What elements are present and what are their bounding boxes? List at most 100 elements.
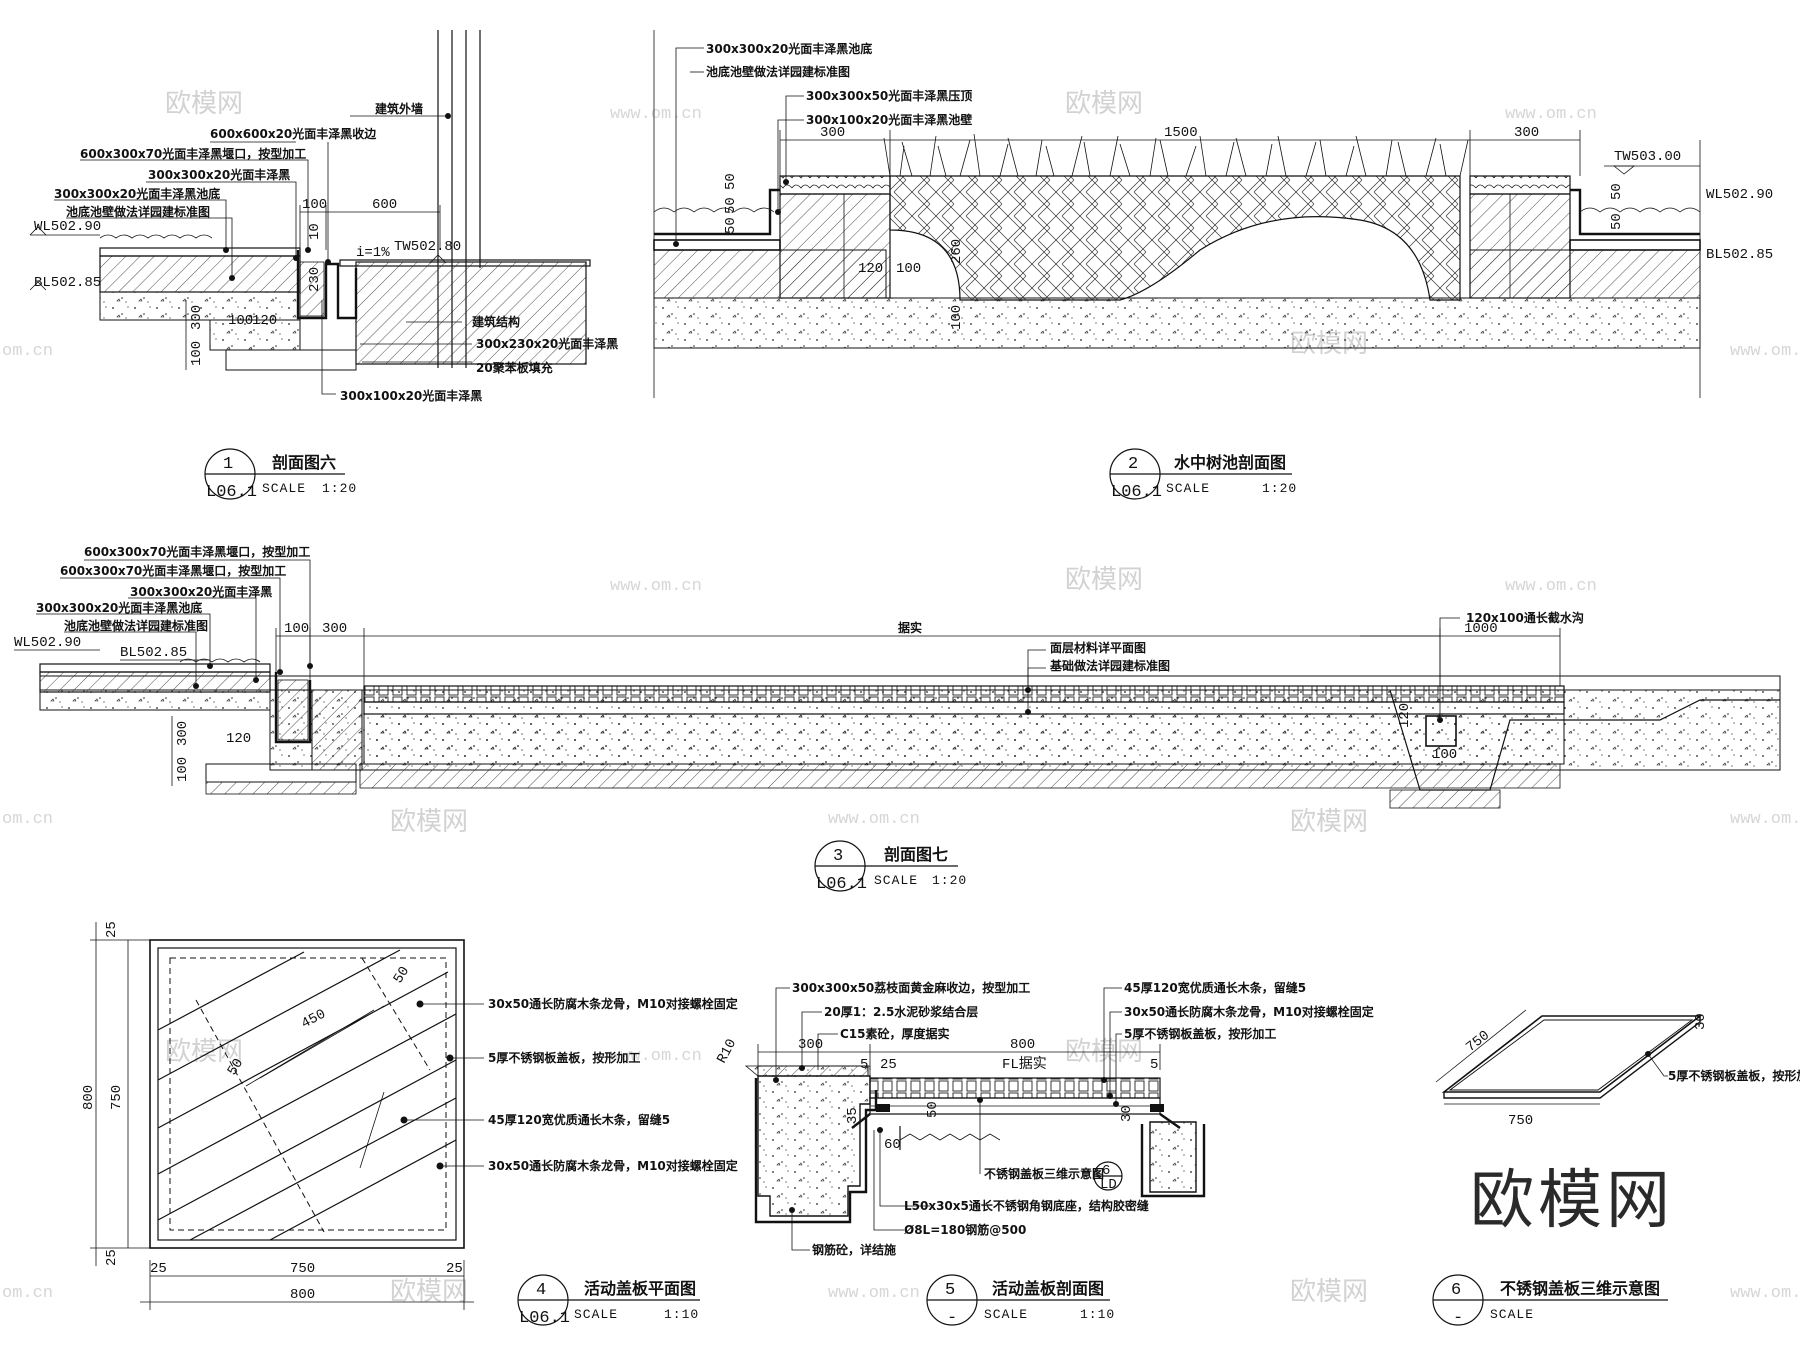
- scale-value: 1:20: [932, 873, 967, 888]
- detail-title: 水中树池剖面图: [1174, 453, 1286, 472]
- dim-label: 50: [391, 964, 413, 987]
- watermark-cn: 欧模网: [390, 807, 468, 837]
- watermark-url: www.om.cn: [1730, 342, 1800, 361]
- note: 600x600x20光面丰泽黑收边: [210, 126, 377, 141]
- detail-sheet: L06.1: [816, 875, 867, 894]
- note: 300x300x50光面丰泽黑压顶: [806, 88, 972, 103]
- detail-number: 3: [833, 847, 843, 866]
- note: 600x300x70光面丰泽黑堰口，按型加工: [60, 563, 286, 578]
- note: 300x300x20光面丰泽黑: [148, 167, 290, 182]
- dim-label: 120: [226, 731, 251, 747]
- dim-label: 100: [189, 341, 205, 366]
- watermark-url: www.om.cn: [610, 105, 702, 124]
- detail-sheet: -: [947, 1309, 957, 1328]
- note: 钢筋砼，详结施: [812, 1242, 896, 1257]
- dim-label: 100: [302, 197, 327, 213]
- dim-label: 120: [1397, 703, 1413, 728]
- scale-value: 1:20: [322, 481, 357, 496]
- level-wl: WL502.90: [14, 635, 81, 651]
- dim-label: 25: [104, 1249, 120, 1266]
- note: Ø8L=180钢筋@500: [904, 1222, 1026, 1237]
- dim-label: 300: [1514, 125, 1539, 141]
- detail-title: 活动盖板平面图: [584, 1279, 696, 1298]
- note: 池底池壁做法详园建标准图: [66, 204, 210, 219]
- watermark-cn: 欧模网: [165, 89, 243, 119]
- scale-label: SCALE: [984, 1307, 1028, 1322]
- note: 300x300x20光面丰泽黑: [130, 584, 272, 599]
- dim-label: 450: [299, 1006, 329, 1032]
- dim-label: 300: [189, 305, 205, 330]
- note: 300x300x20光面丰泽黑池底: [706, 41, 872, 56]
- dim-label: 230: [307, 267, 323, 292]
- dim-label: 据实: [898, 620, 922, 635]
- detail-6-steel-cover-3d: 750 750 30 5厚不锈钢板盖板，按形加工 6 - 不锈钢盖板三维示意图 …: [1432, 1009, 1800, 1328]
- note: 5厚不锈钢板盖板，按形加工: [1668, 1068, 1800, 1083]
- note: 300x300x50荔枝面黄金麻收边，按型加工: [792, 980, 1030, 995]
- dim-label: 10: [307, 223, 323, 240]
- watermark-url: www.om.cn: [1505, 577, 1597, 596]
- note: 5厚不锈钢板盖板，按形加工: [488, 1050, 640, 1065]
- detail-3-section-seven: 100 300 据实 1000 120 100 300 120 100 WL50…: [14, 544, 1781, 894]
- detail-number: 1: [223, 455, 233, 474]
- note: 面层材料详平面图: [1050, 640, 1146, 655]
- level-tw: TW503.00: [1614, 149, 1681, 165]
- detail-4-cover-plan: 450 50 50 25 750 25 800 750 25 25 800 30…: [81, 921, 738, 1328]
- note: 600x300x70光面丰泽黑堰口，按型加工: [84, 544, 310, 559]
- note: 基础做法详园建标准图: [1049, 658, 1170, 673]
- scale-value: 1:20: [1262, 481, 1297, 496]
- note: 20聚苯板填充: [476, 360, 553, 375]
- note: 不锈钢盖板三维示意图: [984, 1166, 1104, 1181]
- ref-bubble-sheet: LD: [1100, 1177, 1117, 1193]
- note: 45厚120宽优质通长木条，留缝5: [1124, 980, 1306, 995]
- level-bl: BL502.85: [120, 645, 187, 661]
- ref-bubble-number: 6: [1102, 1163, 1110, 1179]
- dim-label: 50: [1609, 213, 1625, 230]
- detail-5-cover-section: R10 300 800 5 25 5 FL据实 35 50 30 60 300x…: [714, 980, 1373, 1328]
- note: 300x230x20光面丰泽黑: [476, 336, 618, 351]
- level-bl: BL502.85: [1706, 247, 1773, 263]
- detail-number: 4: [536, 1281, 546, 1300]
- note: 300x100x20光面丰泽黑池壁: [806, 112, 972, 127]
- note: 300x300x20光面丰泽黑池底: [54, 186, 220, 201]
- dim-label: 100: [949, 305, 965, 330]
- note: 300x300x20光面丰泽黑池底: [36, 600, 202, 615]
- dim-label: 30: [1693, 1013, 1709, 1030]
- note: 30x50通长防腐木条龙骨，M10对接螺栓固定: [1124, 1004, 1374, 1019]
- detail-number: 6: [1451, 1281, 1461, 1300]
- dim-label: 300: [322, 621, 347, 637]
- dim-label: 100: [284, 621, 309, 637]
- dim-label: 300: [798, 1037, 823, 1053]
- dim-label: 25: [880, 1057, 897, 1073]
- note: L50x30x5通长不锈钢角钢底座，结构胶密缝: [904, 1198, 1149, 1213]
- detail-sheet: -: [1453, 1309, 1463, 1328]
- dim-label: 300: [175, 721, 191, 746]
- watermark-url: www.om.cn: [610, 1047, 702, 1066]
- watermark-url: om.cn: [2, 342, 53, 361]
- watermark-cn: 欧模网: [1290, 807, 1368, 837]
- dim-label: 750: [290, 1261, 315, 1277]
- detail-sheet: L06.1: [206, 483, 257, 502]
- watermark-url: www.om.cn: [1730, 1284, 1800, 1303]
- scale-value: 1:10: [1080, 1307, 1115, 1322]
- dim-label: 5: [860, 1057, 868, 1073]
- scale-label: SCALE: [874, 873, 918, 888]
- dim-label: 800: [290, 1287, 315, 1303]
- detail-title: 不锈钢盖板三维示意图: [1500, 1279, 1660, 1298]
- scale-label: SCALE: [1490, 1307, 1534, 1322]
- watermark-url: www.om.cn: [1730, 810, 1800, 829]
- scale-label: SCALE: [262, 481, 306, 496]
- detail-1-section-six: 100 600 i=1% 300 100 10 230 100 120 WL50…: [29, 30, 618, 502]
- note: 池底池壁做法详园建标准图: [64, 618, 208, 633]
- note: C15素砼，厚度据实: [840, 1026, 950, 1041]
- dim-label: 100: [896, 261, 921, 277]
- dim-label: 50: [723, 217, 739, 234]
- note: 20厚1：2.5水泥砂浆结合层: [824, 1004, 978, 1019]
- note: 300x100x20光面丰泽黑: [340, 388, 482, 403]
- scale-value: 1:10: [664, 1307, 699, 1322]
- note: 建筑结构: [471, 314, 520, 329]
- note: 30x50通长防腐木条龙骨，M10对接螺栓固定: [488, 1158, 738, 1173]
- watermark-url: www.om.cn: [610, 577, 702, 596]
- watermark-url: om.cn: [2, 1284, 53, 1303]
- note: 120x100通长截水沟: [1466, 610, 1584, 625]
